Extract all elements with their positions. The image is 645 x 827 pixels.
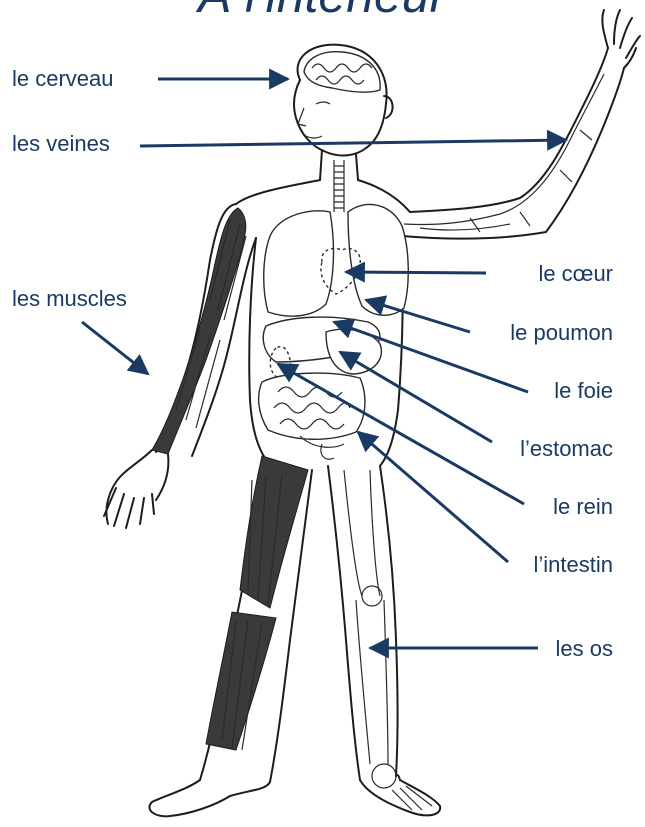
label-heart: le cœur (538, 261, 613, 286)
label-veins: les veines (12, 131, 110, 156)
label-brain: le cerveau (12, 66, 114, 91)
diagram-title: À l'intérieur (195, 0, 449, 23)
right-arm-veins (404, 74, 604, 232)
arrow-muscles (82, 322, 148, 374)
lungs-right (348, 204, 408, 315)
right-foot (360, 775, 440, 815)
left-foot (149, 780, 270, 816)
right-hand (602, 10, 640, 68)
label-stomach: l’estomac (520, 436, 613, 461)
brain-shape (304, 52, 380, 92)
left-calf-muscles (206, 612, 276, 750)
right-leg-bones (344, 470, 388, 764)
pointer-arrows (82, 79, 566, 648)
label-liver: le foie (554, 378, 613, 403)
label-intestine: l’intestin (534, 552, 613, 577)
label-muscles: les muscles (12, 286, 127, 311)
arrow-heart (346, 272, 486, 273)
label-bones: les os (556, 636, 613, 661)
right-leg-outline (328, 466, 398, 780)
label-kidney: le rein (553, 494, 613, 519)
arrow-veins (140, 140, 566, 146)
trachea (334, 160, 344, 212)
right-foot-bones (372, 764, 432, 810)
left-hand (104, 450, 168, 528)
label-lung: le poumon (510, 320, 613, 345)
lungs-left (264, 211, 334, 316)
human-body-illustration (104, 10, 640, 816)
organ-labels: le cerveau les veines les muscles le cœu… (12, 66, 613, 661)
nose (298, 108, 306, 126)
arrow-lung (366, 300, 470, 332)
eye (316, 102, 330, 104)
mouth (306, 136, 322, 138)
